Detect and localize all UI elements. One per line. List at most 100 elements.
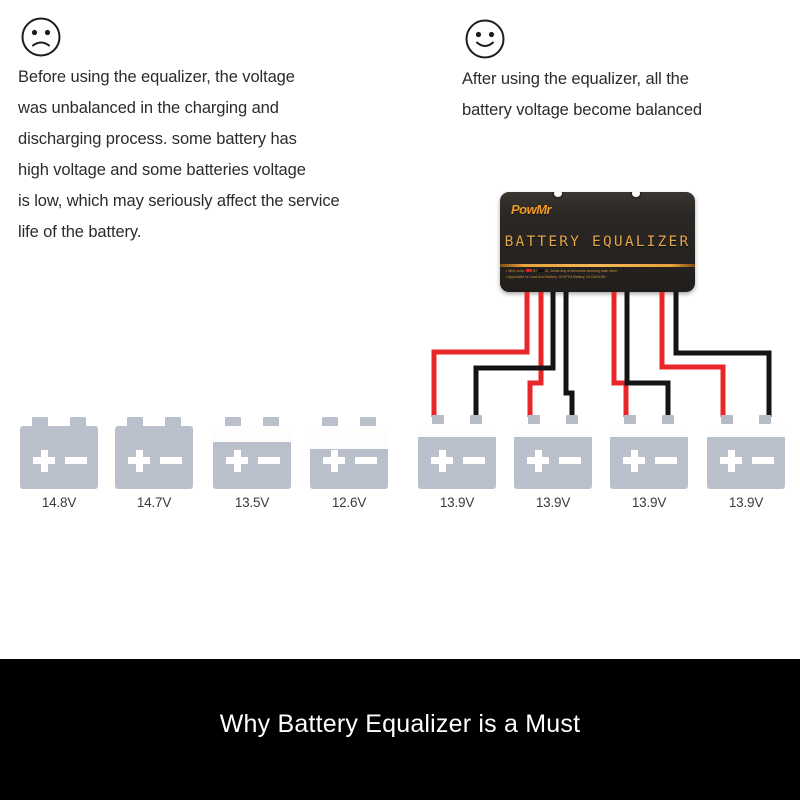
device-fineprint: • Wire color: B+ B-, Avoid Any of terminal…	[506, 269, 691, 280]
plus-sign-icon	[527, 449, 549, 472]
battery-body	[310, 426, 388, 489]
battery-polarity-signs	[213, 426, 291, 489]
battery-terminal-negative	[70, 417, 86, 427]
minus-sign-icon	[655, 457, 677, 464]
fineprint-positive-label: B+	[533, 269, 538, 274]
battery-empty-portion	[213, 426, 291, 443]
mounting-hole-left	[552, 192, 564, 199]
battery-lug-positive	[624, 415, 636, 424]
battery-right-3: 13.9V	[610, 415, 688, 510]
battery-lug-negative	[662, 415, 674, 424]
battery-body	[707, 426, 785, 489]
banner-headline: Why Battery Equalizer is a Must	[219, 710, 581, 738]
device-accent-stripe	[500, 264, 695, 267]
battery-polarity-signs	[418, 426, 496, 489]
positive-wire-4	[659, 292, 726, 417]
minus-sign-icon	[258, 457, 280, 464]
battery-left-3: 13.5V	[213, 417, 291, 510]
battery-polarity-signs	[20, 426, 98, 489]
fineprint-negative-label: B-	[545, 269, 549, 274]
battery-voltage-label: 13.9V	[631, 495, 667, 510]
battery-voltage-label: 13.5V	[234, 495, 270, 510]
battery-empty-portion	[310, 426, 388, 449]
battery-charge-fill	[310, 448, 388, 489]
positive-wire-3	[611, 292, 629, 417]
battery-left-1: 14.8V	[20, 417, 98, 510]
battery-polarity-signs	[514, 426, 592, 489]
battery-polarity-signs	[707, 426, 785, 489]
plus-sign-icon	[623, 449, 645, 472]
fineprint-wire-color-prefix: • Wire color:	[506, 269, 526, 274]
battery-right-2: 13.9V	[514, 415, 592, 510]
battery-empty-portion	[418, 426, 496, 438]
after-description-text: After using the equalizer, all the batte…	[462, 70, 702, 119]
battery-terminal-positive	[127, 417, 143, 427]
plus-sign-icon	[720, 449, 742, 472]
fineprint-line-compatibility: • Applicable to Lead Acid Battery, LiFeP…	[506, 274, 606, 279]
bottom-banner: Why Battery Equalizer is a Must	[0, 659, 800, 800]
battery-lug-negative	[759, 415, 771, 424]
positive-wire-1	[431, 292, 530, 417]
positive-wire-2	[527, 292, 544, 417]
negative-wire-2	[563, 292, 575, 417]
battery-body	[514, 426, 592, 489]
battery-body	[20, 426, 98, 489]
happy-face-icon	[464, 18, 506, 60]
plus-sign-icon	[323, 449, 345, 472]
battery-empty-portion	[610, 426, 688, 438]
minus-sign-icon	[65, 457, 87, 464]
battery-lug-positive	[721, 415, 733, 424]
battery-charge-fill	[213, 442, 291, 489]
minus-sign-icon	[559, 457, 581, 464]
battery-voltage-label: 13.9V	[728, 495, 764, 510]
battery-voltage-label: 13.9V	[439, 495, 475, 510]
plus-sign-icon	[431, 449, 453, 472]
mounting-hole-right	[630, 192, 642, 199]
minus-sign-icon	[160, 457, 182, 464]
battery-voltage-label: 14.7V	[136, 495, 172, 510]
negative-color-chip	[538, 269, 545, 273]
powmr-brand-logo: PowMr	[511, 202, 552, 217]
minus-sign-icon	[752, 457, 774, 464]
minus-sign-icon	[355, 457, 377, 464]
before-description-text: Before using the equalizer, the voltage …	[18, 68, 340, 241]
battery-terminal-negative	[165, 417, 181, 427]
battery-terminal-negative	[360, 417, 376, 427]
battery-lug-negative	[566, 415, 578, 424]
battery-lug-positive	[432, 415, 444, 424]
battery-lug-positive	[528, 415, 540, 424]
battery-polarity-signs	[610, 426, 688, 489]
battery-voltage-label: 13.9V	[535, 495, 571, 510]
battery-terminal-positive	[322, 417, 338, 427]
plus-sign-icon	[226, 449, 248, 472]
battery-voltage-label: 12.6V	[331, 495, 367, 510]
battery-right-1: 13.9V	[418, 415, 496, 510]
battery-left-4: 12.6V	[310, 417, 388, 510]
negative-wire-3	[624, 292, 671, 417]
negative-wire-group	[473, 292, 772, 417]
battery-terminal-positive	[225, 417, 241, 427]
positive-color-chip	[526, 269, 533, 273]
minus-sign-icon	[463, 457, 485, 464]
plus-sign-icon	[33, 449, 55, 472]
battery-empty-portion	[514, 426, 592, 438]
device-model-title: BATTERY EQUALIZER	[504, 234, 691, 250]
battery-terminal-negative	[263, 417, 279, 427]
battery-empty-portion	[707, 426, 785, 438]
battery-polarity-signs	[115, 426, 193, 489]
fineprint-line-wire-color: • Wire color: B+ B-, Avoid Any of terminal…	[506, 269, 691, 275]
battery-body	[610, 426, 688, 489]
battery-left-2: 14.7V	[115, 417, 193, 510]
battery-voltage-label: 14.8V	[41, 495, 77, 510]
battery-lug-negative	[470, 415, 482, 424]
negative-wire-4	[673, 292, 772, 417]
negative-wire-1	[473, 292, 556, 417]
battery-body	[418, 426, 496, 489]
battery-body	[213, 426, 291, 489]
sad-face-icon	[20, 16, 62, 58]
battery-terminal-positive	[32, 417, 48, 427]
battery-body	[115, 426, 193, 489]
battery-equalizer-device: PowMr BATTERY EQUALIZER • Wire color: B+ B…	[500, 192, 695, 292]
fineprint-warning-text: , Avoid Any of terminals touching each o…	[548, 269, 618, 274]
plus-sign-icon	[128, 449, 150, 472]
